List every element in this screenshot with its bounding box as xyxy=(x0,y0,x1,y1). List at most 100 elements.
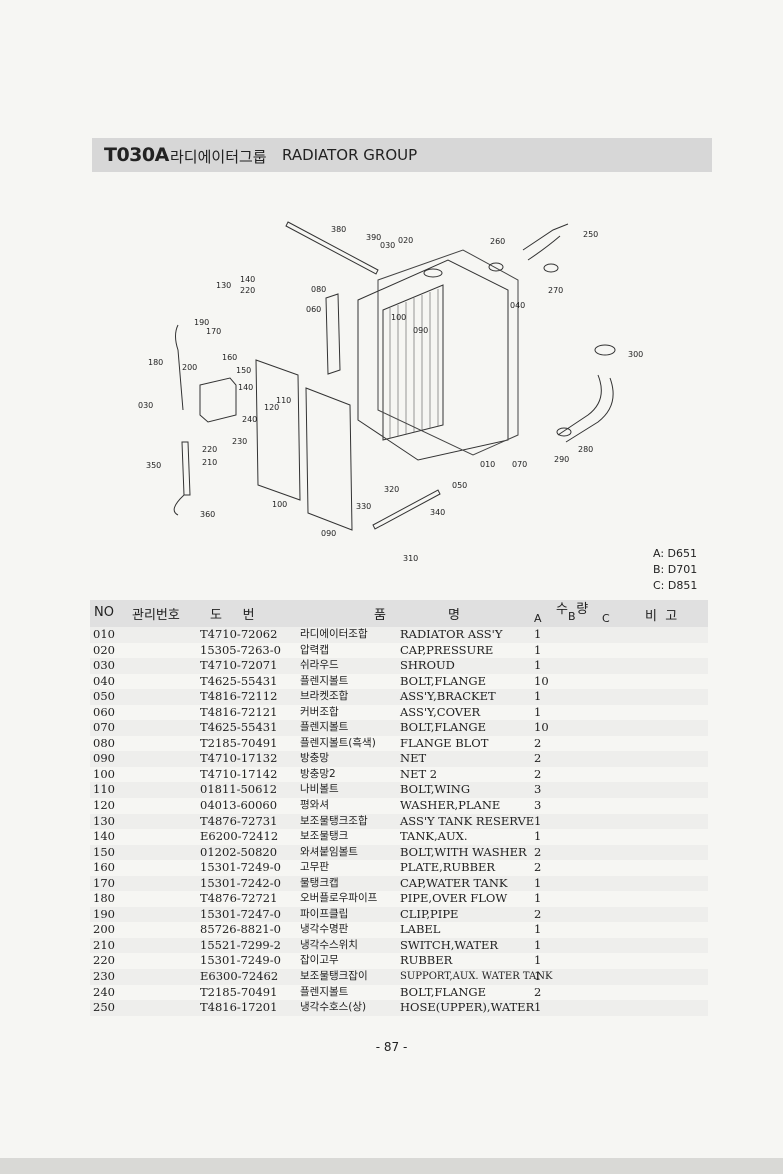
svg-text:200: 200 xyxy=(182,363,197,372)
reserve-tank-drawing xyxy=(199,377,237,423)
svg-text:080: 080 xyxy=(311,285,326,294)
part-no-cell: 230 xyxy=(93,969,115,984)
svg-text:100: 100 xyxy=(391,313,406,322)
part-no-cell: 060 xyxy=(93,704,115,719)
svg-text:390: 390 xyxy=(366,233,381,242)
english-name-cell: HOSE(UPPER),WATER xyxy=(400,1000,535,1015)
svg-text:360: 360 xyxy=(200,510,215,519)
korean-name-cell: 브라켓조합 xyxy=(300,690,349,703)
part-no-cell: 040 xyxy=(93,673,115,688)
overflow-pipe-drawing xyxy=(175,324,184,411)
part-no-cell: 120 xyxy=(93,798,115,813)
qty-a-cell: 2 xyxy=(534,860,542,875)
korean-name-cell: 냉각수스위치 xyxy=(300,938,358,951)
svg-text:090: 090 xyxy=(321,529,336,538)
header-part-name: 품 명 xyxy=(374,608,460,623)
section-code: T030A xyxy=(104,144,169,166)
svg-text:120: 120 xyxy=(264,403,279,412)
lower-hose-drawing xyxy=(557,374,614,443)
korean-name-cell: 커버조합 xyxy=(300,705,339,718)
svg-text:030: 030 xyxy=(138,401,153,410)
korean-name-cell: 냉각수명판 xyxy=(300,923,349,936)
part-no-cell: 240 xyxy=(93,984,115,999)
qty-a-cell: 1 xyxy=(534,891,542,906)
part-no-cell: 070 xyxy=(93,720,115,735)
korean-name-cell: 압력캡 xyxy=(300,643,329,656)
svg-text:320: 320 xyxy=(384,485,399,494)
part-no-cell: 020 xyxy=(93,642,115,657)
net-drawing xyxy=(255,359,301,501)
svg-text:290: 290 xyxy=(554,455,569,464)
svg-text:020: 020 xyxy=(398,236,413,245)
svg-text:140: 140 xyxy=(240,275,255,284)
drawing-no-cell: T4625-55431 xyxy=(200,673,278,688)
english-name-cell: WASHER,PLANE xyxy=(400,798,501,813)
korean-name-cell: 파이프클립 xyxy=(300,907,349,920)
svg-text:240: 240 xyxy=(242,415,257,424)
variant-b: B: D701 xyxy=(653,563,698,576)
english-name-cell: ASS'Y,COVER xyxy=(400,704,481,719)
svg-text:060: 060 xyxy=(306,305,321,314)
english-name-cell: PIPE,OVER FLOW xyxy=(400,891,508,906)
drawing-no-cell: T4816-17201 xyxy=(200,1000,278,1015)
korean-name-cell: 평와셔 xyxy=(300,799,329,812)
english-name-cell: SHROUD xyxy=(400,658,455,673)
qty-a-cell: 1 xyxy=(534,969,542,984)
part-no-cell: 150 xyxy=(93,844,115,859)
english-name-cell: LABEL xyxy=(400,922,441,937)
drawing-no-cell: T4625-55431 xyxy=(200,720,278,735)
korean-name-cell: 방충망 xyxy=(300,752,329,765)
cover-drawing xyxy=(325,293,341,375)
drawing-no-cell: E6300-72462 xyxy=(200,969,279,984)
drawing-no-cell: T4710-17132 xyxy=(200,751,278,766)
english-name-cell: NET 2 xyxy=(400,766,438,781)
drawing-no-cell: T2185-70491 xyxy=(200,984,278,999)
svg-text:250: 250 xyxy=(583,230,598,239)
section-title-korean: 라디에이터그룹 xyxy=(170,148,267,166)
english-name-cell: BOLT,FLANGE xyxy=(400,720,486,735)
scan-edge xyxy=(0,1158,783,1174)
english-name-cell: CAP,WATER TANK xyxy=(400,875,508,890)
upper-hose-drawing xyxy=(522,223,569,261)
part-no-cell: 220 xyxy=(93,953,115,968)
drawing-no-cell: 01202-50820 xyxy=(200,844,278,859)
qty-a-cell: 1 xyxy=(534,953,542,968)
svg-text:150: 150 xyxy=(236,366,251,375)
drawing-no-cell: 15301-7249-0 xyxy=(200,860,281,875)
part-no-cell: 090 xyxy=(93,751,115,766)
part-no-cell: 140 xyxy=(93,829,115,844)
drawing-no-cell: T2185-70491 xyxy=(200,735,278,750)
qty-a-cell: 1 xyxy=(534,689,542,704)
korean-name-cell: 나비볼트 xyxy=(300,783,339,796)
svg-text:310: 310 xyxy=(403,554,418,563)
qty-a-cell: 3 xyxy=(534,782,542,797)
english-name-cell: ASS'Y TANK RESERVE xyxy=(400,813,535,828)
stay-rod-drawing xyxy=(285,221,379,275)
svg-text:330: 330 xyxy=(356,502,371,511)
english-name-cell: PLATE,RUBBER xyxy=(400,860,496,875)
svg-text:110: 110 xyxy=(276,396,291,405)
drawing-no-cell: 15305-7263-0 xyxy=(200,642,281,657)
svg-text:050: 050 xyxy=(452,481,467,490)
english-name-cell: NET xyxy=(400,751,427,766)
svg-text:340: 340 xyxy=(430,508,445,517)
qty-a-cell: 1 xyxy=(534,813,542,828)
english-name-cell: BOLT,WING xyxy=(400,782,471,797)
drawing-no-cell: T4710-17142 xyxy=(200,766,278,781)
table-header: NO 관리번호 도 번 품 명 수 량 A B C 비 고 xyxy=(90,600,708,628)
korean-name-cell: 플렌지볼트 xyxy=(300,721,349,734)
section-title-english: RADIATOR GROUP xyxy=(282,146,418,164)
korean-name-cell: 보조물탱크잡이 xyxy=(300,970,368,983)
header-mgmt-no: 관리번호 xyxy=(132,608,180,623)
svg-text:210: 210 xyxy=(202,458,217,467)
